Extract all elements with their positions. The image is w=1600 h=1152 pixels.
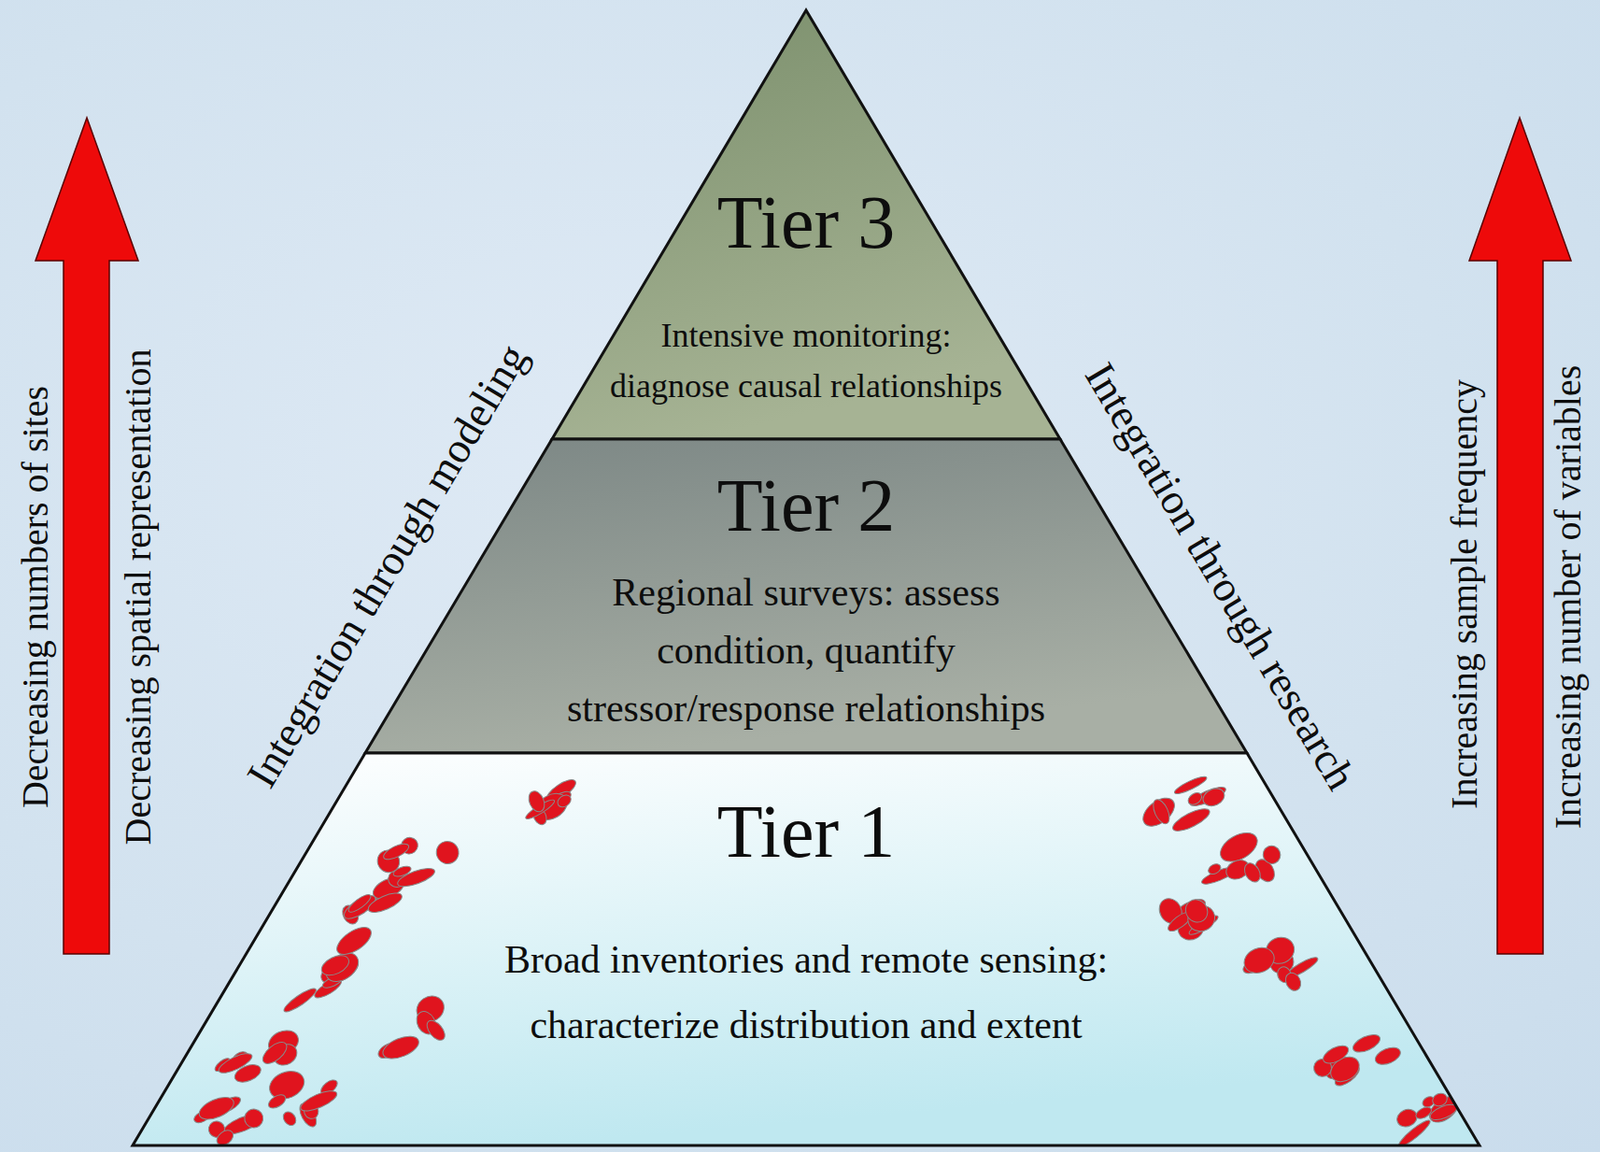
map-patch: [216, 1049, 255, 1077]
map-patch: [1241, 860, 1264, 885]
map-patch: [1430, 1090, 1450, 1108]
map-patch: [381, 840, 411, 863]
map-patch: [432, 836, 463, 868]
map-patch: [240, 1104, 268, 1132]
map-patch: [1206, 862, 1223, 877]
map-patch: [281, 985, 319, 1016]
tier-title: Tier 2: [665, 467, 947, 543]
axis-label: Decreasing numbers of sites: [14, 385, 57, 808]
map-patch: [297, 1086, 340, 1115]
band-fill: [365, 438, 1247, 753]
axis-label: Increasing number of variables: [1546, 365, 1590, 829]
tier-description: Broad inventories and remote sensing: ch…: [483, 926, 1129, 1058]
map-patch: [1200, 785, 1228, 809]
map-patch: [265, 1065, 309, 1104]
tier-title: Tier 3: [665, 184, 947, 260]
tier-band: Tier 1 Broad inventories and remote sensi…: [132, 752, 1480, 1146]
map-patch: [318, 951, 353, 980]
band-outline: [132, 752, 1480, 1146]
map-patch: [555, 792, 574, 809]
map-patch: [525, 788, 548, 814]
tier-title: Tier 1: [665, 793, 947, 869]
band-fill: [552, 10, 1061, 439]
map-patch: [366, 889, 405, 917]
axis-label: Increasing sample frequency: [1443, 379, 1487, 809]
map-patch: [1282, 970, 1303, 994]
map-patch: [1373, 1044, 1403, 1068]
map-patch: [1260, 842, 1283, 866]
tier-description: Regional surveys: assess condition, quan…: [544, 563, 1068, 737]
map-patch: [258, 1037, 290, 1067]
map-patch: [424, 1017, 449, 1044]
tier-band: Tier 2 Regional surveys: assess condition…: [365, 438, 1247, 753]
map-patch: [266, 1091, 288, 1111]
map-patch: [1186, 790, 1204, 808]
band-outline: [552, 10, 1061, 439]
map-patch: [1414, 1104, 1434, 1121]
map-patch: [1170, 804, 1214, 836]
map-patches: [192, 773, 1464, 1149]
band-fill: [132, 752, 1480, 1146]
map-patch: [1394, 1105, 1420, 1130]
map-patch: [392, 863, 413, 878]
band-outline: [365, 438, 1247, 753]
map-patch: [1320, 1041, 1352, 1066]
axis-label: Decreasing spatial representation: [116, 349, 160, 846]
map-patch: [281, 1108, 299, 1128]
map-patch: [332, 921, 376, 960]
map-patch: [1240, 942, 1279, 977]
tier-description: Intensive monitoring: diagnose causal re…: [605, 310, 1007, 411]
map-patch: [1173, 773, 1209, 796]
map-patch: [380, 1031, 423, 1062]
map-patch: [1350, 1031, 1383, 1056]
map-patch: [196, 1092, 238, 1124]
tier-band: Tier 3 Intensive monitoring: diagnose cau…: [552, 10, 1061, 439]
map-patch: [1149, 796, 1173, 826]
map-patch: [1181, 894, 1213, 926]
